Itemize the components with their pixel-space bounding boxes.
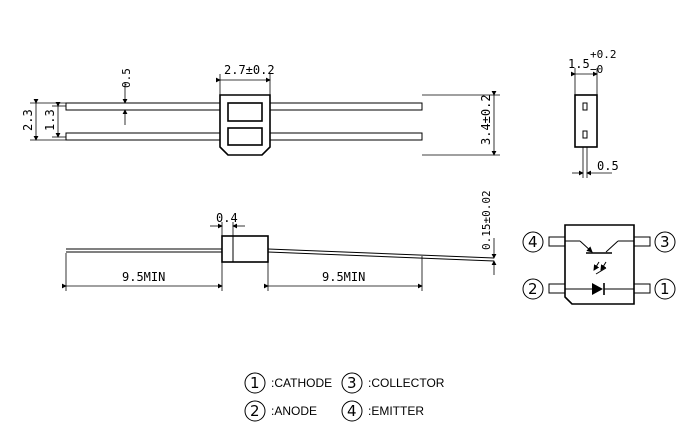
- side-view: 1.5 +0.2 −0 0.5: [568, 48, 619, 178]
- pin-4-circle: [522, 231, 544, 253]
- dim-side-width: 1.5: [568, 57, 590, 71]
- side-body: [574, 94, 598, 148]
- top-window-lower: [227, 127, 263, 146]
- dim-left-lead-len: 9.5MIN: [122, 270, 165, 284]
- pin-legend: 1 :CATHODE 3 :COLLECTOR 2 :ANODE 4 :EMIT…: [244, 372, 445, 422]
- legend-label-anode: :ANODE: [271, 404, 317, 418]
- legend-label-emitter: :EMITTER: [368, 404, 424, 418]
- dim-lead-pitch: 1.3: [43, 109, 57, 131]
- pin-4-label: 4: [528, 233, 538, 251]
- dim-body-height: 3.4±0.2: [479, 94, 493, 145]
- dim-front-gap: 0.4: [216, 211, 238, 225]
- legend-num-4: 4: [347, 402, 357, 420]
- legend-circle-2: [244, 400, 266, 422]
- legend-circle-3: [341, 372, 363, 394]
- top-window-upper: [227, 102, 263, 122]
- schem-lead-4: [548, 236, 566, 247]
- top-lead-lower-right: [269, 132, 423, 141]
- schem-lead-1: [633, 283, 651, 294]
- legend-num-1: 1: [250, 374, 260, 392]
- front-body: [221, 235, 269, 263]
- dim-side-width-tol-minus: −0: [590, 63, 603, 76]
- schematic-view: 4 3 2 1: [522, 224, 676, 305]
- led-diode-icon: [592, 283, 603, 295]
- legend-label-collector: :COLLECTOR: [368, 376, 445, 390]
- side-lead-lower: [582, 130, 588, 139]
- pin-3-label: 3: [660, 233, 670, 251]
- side-lead-upper: [582, 102, 588, 111]
- dim-side-lead: 0.5: [597, 159, 619, 173]
- schem-lead-3: [633, 236, 651, 247]
- dim-overall-height: 2.3: [21, 109, 35, 131]
- legend-label-cathode: :CATHODE: [271, 376, 332, 390]
- pin-1-label: 1: [660, 280, 670, 298]
- schem-body: [564, 224, 635, 305]
- dim-side-width-tol-plus: +0.2: [590, 48, 617, 61]
- front-view: 0.4 9.5MIN 9.5MIN 0.15±0.02: [62, 190, 497, 291]
- top-lead-lower-left: [65, 132, 221, 141]
- dim-lead-thickness: 0.5: [120, 68, 133, 88]
- dim-body-width: 2.7±0.2: [224, 63, 275, 77]
- dim-lead-dia: 0.15±0.02: [480, 190, 493, 250]
- pin-3-circle: [654, 231, 676, 253]
- legend-num-3: 3: [347, 374, 357, 392]
- dim-right-lead-len: 9.5MIN: [322, 270, 365, 284]
- top-view: 2.7±0.2 0.5 2.3 1.3 3.4±0.2: [21, 63, 500, 156]
- legend-circle-1: [244, 372, 266, 394]
- schem-lead-2: [548, 283, 566, 294]
- top-lead-upper-left: [65, 102, 221, 111]
- pin-1-circle: [654, 278, 676, 300]
- top-lead-upper-right: [269, 102, 423, 111]
- legend-circle-4: [341, 400, 363, 422]
- pin-2-label: 2: [528, 280, 538, 298]
- pin-2-circle: [522, 278, 544, 300]
- legend-num-2: 2: [250, 402, 260, 420]
